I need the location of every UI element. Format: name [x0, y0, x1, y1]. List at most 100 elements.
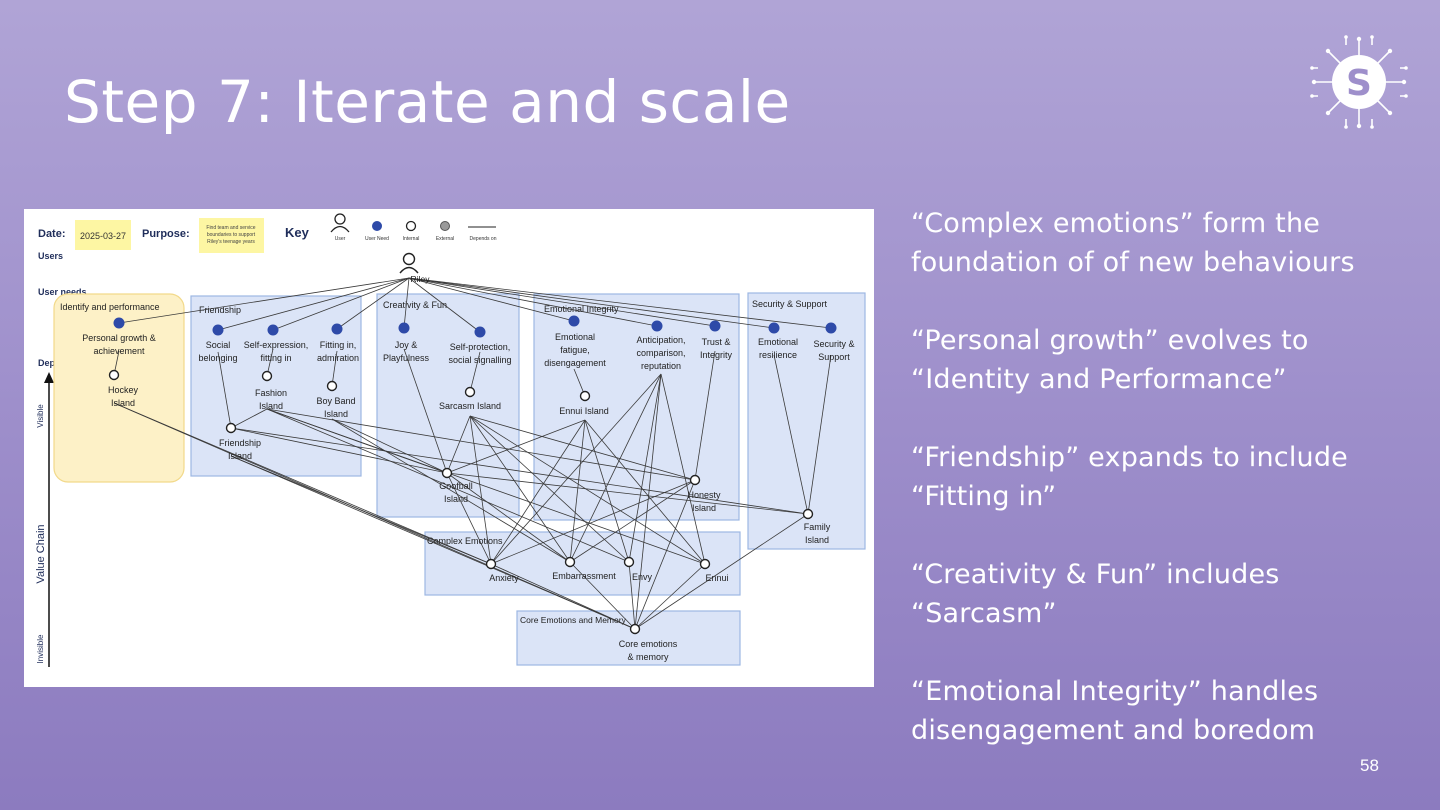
key-internal-dot	[405, 220, 417, 232]
need-fatigue-l1: Emotional	[555, 332, 595, 342]
need-fatigue-l3: disengagement	[544, 358, 606, 368]
need-anticipation-dot	[651, 320, 663, 332]
need-trust-dot	[709, 320, 721, 332]
need-selfexp-l1: Self-expression,	[244, 340, 309, 350]
need-fitting-dot	[331, 323, 343, 335]
bullet-item: “Creativity & Fun” includes “Sarcasm”	[911, 555, 1411, 633]
date-value: 2025-03-27	[80, 231, 126, 241]
need-security-l1: Security &	[813, 339, 854, 349]
bullet-list: “Complex emotions” form the foundation o…	[911, 204, 1411, 789]
date-note	[75, 220, 131, 250]
bullet-line: “Complex emotions” form the	[911, 208, 1321, 239]
comp-boyband-dot	[326, 380, 338, 392]
axis-title: Value Chain	[35, 524, 47, 583]
bullet-item: “Personal growth” evolves to “Identity a…	[911, 321, 1411, 399]
need-social-l1: Social	[206, 340, 231, 350]
need-selfprot-l2: social signalling	[448, 355, 511, 365]
group-security-label: Security & Support	[752, 299, 828, 309]
key-internal-label: Internal	[403, 236, 420, 242]
need-fatigue-l2: fatigue,	[560, 345, 590, 355]
purpose-line-1: Find team and service	[206, 225, 255, 231]
bullet-line: “Friendship” expands to include	[911, 442, 1348, 473]
svg-text:S: S	[1346, 63, 1372, 104]
need-personal-l2: achievement	[93, 346, 145, 356]
bullet-line: foundation of of new behaviours	[911, 247, 1355, 278]
need-fitting-l2: admiration	[317, 353, 359, 363]
comp-envy-l1: Envy	[632, 572, 653, 582]
need-social-l2: belonging	[198, 353, 237, 363]
comp-boyband-l1: Boy Band	[316, 396, 355, 406]
key-user-icon	[330, 213, 350, 233]
comp-core-l2: & memory	[627, 652, 669, 662]
comp-friendship-dot	[225, 422, 237, 434]
purpose-note	[199, 218, 264, 253]
need-selfprot-dot	[474, 326, 486, 338]
comp-core-l1: Core emotions	[619, 639, 678, 649]
row-user-needs: User needs	[38, 287, 87, 297]
need-trust-l1: Trust &	[702, 337, 731, 347]
key-depends-label: Depends on	[470, 236, 497, 242]
group-friendship-label: Friendship	[199, 305, 241, 315]
comp-family-l2: Island	[805, 535, 829, 545]
bullet-line: “Creativity & Fun” includes	[911, 559, 1280, 590]
user-need-dots	[113, 315, 837, 338]
axis-visible: Visible	[36, 404, 45, 428]
comp-friendship-l2: Island	[228, 451, 252, 461]
user-riley-icon	[399, 252, 419, 274]
need-social-dot	[212, 324, 224, 336]
need-anticipation-l2: comparison,	[636, 348, 685, 358]
key-external-label: External	[436, 236, 454, 242]
key-user-need-dot	[372, 221, 382, 231]
need-joy-l2: Playfulness	[383, 353, 430, 363]
comp-friendship-l1: Friendship	[219, 438, 261, 448]
bullet-line: “Emotional Integrity” handles	[911, 676, 1319, 707]
need-resilience-l2: resilience	[759, 350, 797, 360]
comp-fashion-l2: Island	[259, 401, 283, 411]
comp-ennui-l1: Ennui	[705, 573, 728, 583]
bullet-line: “Sarcasm”	[911, 598, 1057, 629]
comp-hockey-dot	[108, 369, 120, 381]
comp-family-l1: Family	[804, 522, 831, 532]
comp-goofball-l2: Island	[444, 494, 468, 504]
purpose-line-2: boundaries to support	[207, 232, 256, 238]
need-selfprot-l1: Self-protection,	[450, 342, 511, 352]
bullet-line: disengagement and boredom	[911, 715, 1316, 746]
group-creativity-label: Creativity & Fun	[383, 300, 447, 310]
group-core-box	[516, 610, 741, 666]
slide-title: Step 7: Iterate and scale	[64, 68, 791, 136]
date-label: Date:	[38, 228, 66, 240]
axis-invisible: Invisible	[36, 634, 45, 663]
comp-envy-dot	[623, 556, 635, 568]
need-resilience-dot	[768, 322, 780, 334]
axis-arrow	[44, 372, 54, 383]
need-personal-dot	[113, 317, 125, 329]
bullet-line: “Identity and Performance”	[911, 364, 1287, 395]
key-user-label: User	[335, 236, 346, 242]
need-joy-l1: Joy &	[395, 340, 418, 350]
page-number: 58	[1360, 756, 1379, 775]
user-riley-label: Riley	[411, 274, 431, 284]
bullet-line: “Personal growth” evolves to	[911, 325, 1309, 356]
comp-ennui-dot	[699, 558, 711, 570]
group-core-label: Core Emotions and Memory	[520, 615, 627, 625]
comp-fashion-l1: Fashion	[255, 388, 287, 398]
key-label: Key	[285, 225, 310, 240]
comp-embarrassment-dot	[564, 556, 576, 568]
need-anticipation-l1: Anticipation,	[636, 335, 685, 345]
need-fatigue-dot	[568, 315, 580, 327]
group-identify-box	[53, 293, 185, 483]
need-anticipation-l3: reputation	[641, 361, 681, 371]
dependency-lines	[113, 277, 832, 630]
comp-honesty-dot	[689, 474, 701, 486]
group-complex-label: Complex Emotions	[427, 536, 503, 546]
comp-honesty-l2: Island	[692, 503, 716, 513]
bullet-line: “Fitting in”	[911, 481, 1057, 512]
component-dots	[108, 369, 814, 635]
comp-hockey-l1: Hockey	[108, 385, 139, 395]
purpose-label: Purpose:	[142, 228, 190, 240]
comp-honesty-l1: Honesty	[687, 490, 721, 500]
comp-anxiety-l1: Anxiety	[489, 573, 519, 583]
need-joy-dot	[398, 322, 410, 334]
need-trust-l2: Integrity	[700, 350, 733, 360]
purpose-line-3: Riley's teenage years	[207, 239, 255, 245]
